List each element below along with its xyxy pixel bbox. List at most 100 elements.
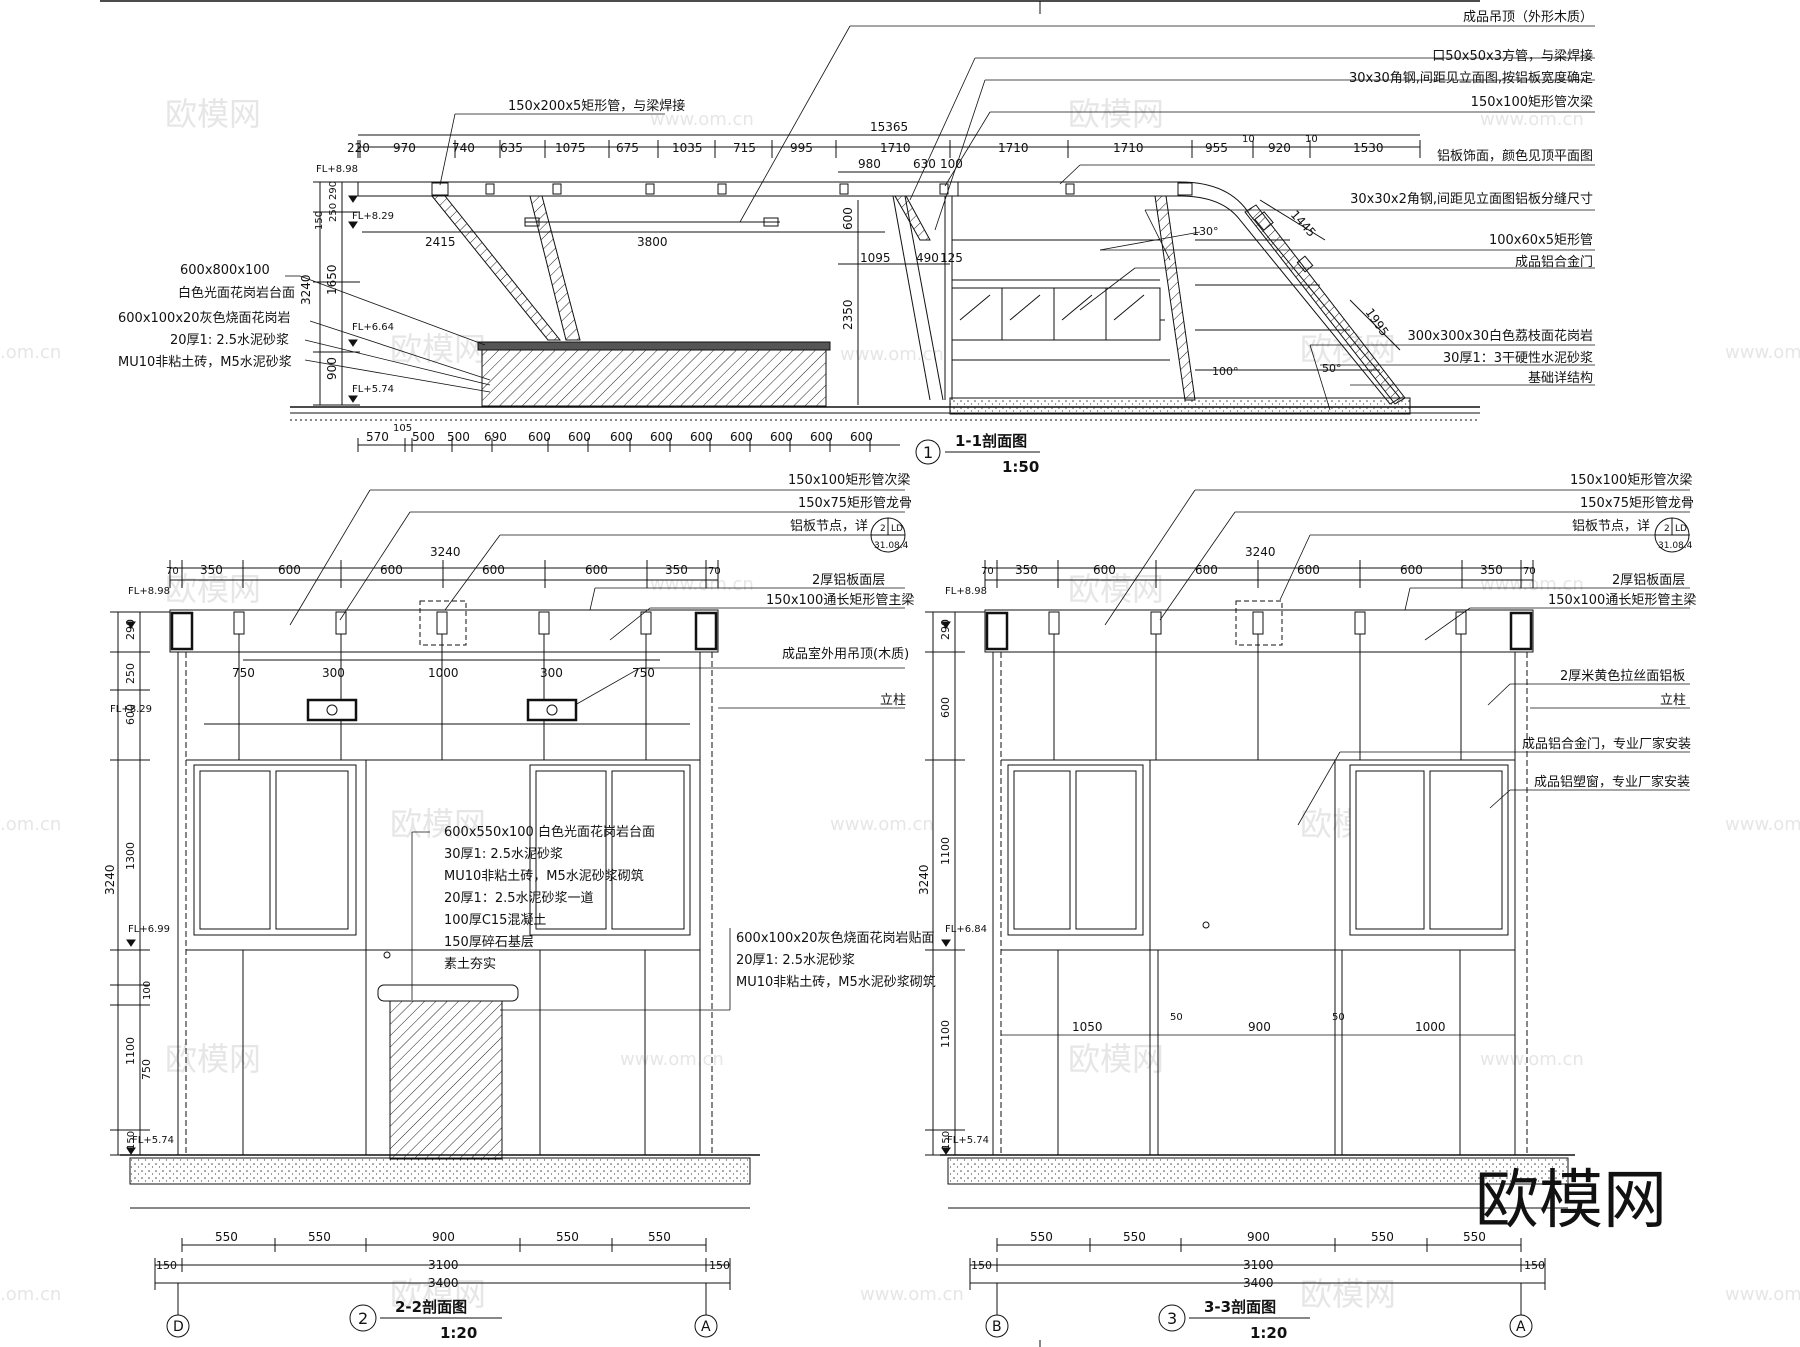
s2-dim-label: 3100 [428, 1258, 459, 1272]
s1-dim-label: 2415 [425, 235, 456, 249]
s3-right-label: 150x100通长矩形管主梁 [1548, 593, 1696, 608]
s2-section-number: 2 [358, 1309, 368, 1328]
s2-detail-sheet: 31.08.4 [874, 541, 909, 551]
s1-dim-label: 500 [412, 430, 435, 444]
section-1-1 [100, 0, 1595, 465]
s3-vdim: 290 [939, 619, 952, 640]
s2-vdim: 250 [124, 663, 137, 684]
s1-level: FL+5.74 [352, 384, 394, 395]
s3-window-right [1349, 764, 1509, 936]
watermark-url: www.om.cn [1725, 1284, 1800, 1305]
s1-dim-label: 1035 [672, 141, 703, 155]
watermark-url: www.om.cn [830, 814, 934, 835]
s2-window-right [529, 764, 691, 936]
s3-level: FL+6.84 [945, 924, 987, 935]
s3-dim-label: 1000 [1415, 1020, 1446, 1034]
s2-dim-label: 300 [322, 666, 345, 680]
s1-dim-label: 600 [610, 430, 633, 444]
s1-leaders [285, 25, 1595, 411]
s1-dim-label: 570 [366, 430, 389, 444]
s1-left-label: 白色光面花岗岩台面 [178, 285, 295, 301]
s3-axis-right: A [1516, 1319, 1526, 1335]
s1-dim-label: 100 [940, 157, 963, 171]
s2-dim-label: 1000 [428, 666, 459, 680]
s2-axis-right: A [701, 1319, 711, 1335]
s1-level: FL+8.29 [352, 211, 394, 222]
s3-dim-label: 350 [1480, 563, 1503, 577]
s1-dim-label: 1095 [860, 251, 891, 265]
s3-axis-bubble [985, 1314, 1009, 1338]
s1-dim-label: 3800 [637, 235, 668, 249]
s2-beam-nodes [233, 600, 652, 646]
s2-dim-label: 550 [308, 1230, 331, 1244]
s1-dim-label: 980 [858, 157, 881, 171]
s2-axis-bubble [694, 1314, 718, 1338]
s3-foundation [947, 1157, 1569, 1185]
s3-dim-label: 600 [1195, 563, 1218, 577]
s2-total-dim: 3240 [430, 545, 461, 559]
s2-dim-label: 550 [648, 1230, 671, 1244]
watermark-url: .om.cn [0, 342, 61, 363]
s3-section-circle [1158, 1304, 1186, 1332]
s1-vdim: 250 [328, 203, 339, 222]
watermark-url: www.om.cn [1480, 109, 1584, 130]
s1-dim-label: 995 [790, 141, 813, 155]
s3-vdim: 1100 [939, 1020, 952, 1048]
s2-dim-label: 350 [200, 563, 223, 577]
s1-dim-label: 630 [913, 157, 936, 171]
s1-dim-label: 715 [733, 141, 756, 155]
s2-dim-label: 750 [632, 666, 655, 680]
s2-counter-label: MU10非粘土砖，M5水泥砂浆砌筑 [444, 868, 644, 884]
s2-counter-top [377, 984, 519, 1002]
s3-right-label: 2厚米黄色拉丝面铝板 [1560, 668, 1685, 684]
s1-overall-dim: 15365 [870, 120, 908, 134]
section-2-2 [110, 489, 906, 1338]
s3-vdim: 1100 [939, 837, 952, 865]
s1-dim-label: 920 [1268, 141, 1291, 155]
s3-level: FL+8.98 [945, 586, 987, 597]
s1-dim-label: 10 [1305, 134, 1318, 145]
s3-section-scale: 1:20 [1250, 1324, 1287, 1342]
s3-right-label: 150x100矩形管次梁 [1570, 472, 1692, 488]
s1-top-label: 150x200x5矩形管，与梁焊接 [508, 98, 685, 114]
s1-right-label: 口50x50x3方管，与梁焊接 [1432, 48, 1593, 64]
s1-level: FL+6.64 [352, 322, 394, 333]
s2-right-label: 铝板节点，详 [790, 519, 868, 534]
s1-dim-label: 740 [452, 141, 475, 155]
s2-side-label: MU10非粘土砖，M5水泥砂浆砌筑 [736, 974, 936, 990]
s3-dim-label: 600 [1297, 563, 1320, 577]
s1-section-scale: 1:50 [1002, 458, 1039, 476]
s2-dim-label: 300 [540, 666, 563, 680]
s3-dim-label: 550 [1371, 1230, 1394, 1244]
s1-texts: 220 970 740 635 1075 675 1035 715 995 17… [118, 10, 1593, 476]
s3-dim-label: 550 [1123, 1230, 1146, 1244]
watermark-brand: 欧模网 [1300, 1275, 1396, 1313]
s2-foundation [129, 1157, 751, 1185]
s1-left-label: 600x100x20灰色烧面花岗岩 [118, 310, 291, 326]
s1-level: FL+8.98 [316, 164, 358, 175]
s3-window-left [1007, 764, 1144, 936]
s3-dim-label: 600 [1093, 563, 1116, 577]
s2-dim-label: 600 [482, 563, 505, 577]
s3-right-label: 2厚铝板面层 [1612, 573, 1685, 588]
s1-dim-label: 600 [841, 207, 855, 230]
s1-dim-label: 675 [616, 141, 639, 155]
s3-right-label: 立柱 [1660, 693, 1686, 708]
s1-dim-label: 1710 [1113, 141, 1144, 155]
watermark-url: .om.cn [0, 1284, 61, 1305]
s1-counter-top [477, 341, 831, 351]
s1-dim-label: 490 [916, 251, 939, 265]
s1-strut-right [1154, 195, 1196, 401]
s3-vdim: 150 [941, 1131, 952, 1150]
s2-right-label: 150x100通长矩形管主梁 [766, 593, 914, 608]
s1-right-label: 铝板饰面，颜色见顶平面图 [1437, 148, 1593, 164]
s1-dim-ticks [357, 140, 1421, 158]
s3-dim-label: 3100 [1243, 1258, 1274, 1272]
watermark-url: www.om.cn [860, 1284, 964, 1305]
watermark-brand: 欧模网 [1068, 95, 1164, 133]
s2-detail-num: 2 [880, 524, 886, 534]
s1-foundation [949, 397, 1411, 415]
s3-overall-dim: 3400 [1243, 1276, 1274, 1290]
s3-dim-label: 900 [1248, 1020, 1271, 1034]
